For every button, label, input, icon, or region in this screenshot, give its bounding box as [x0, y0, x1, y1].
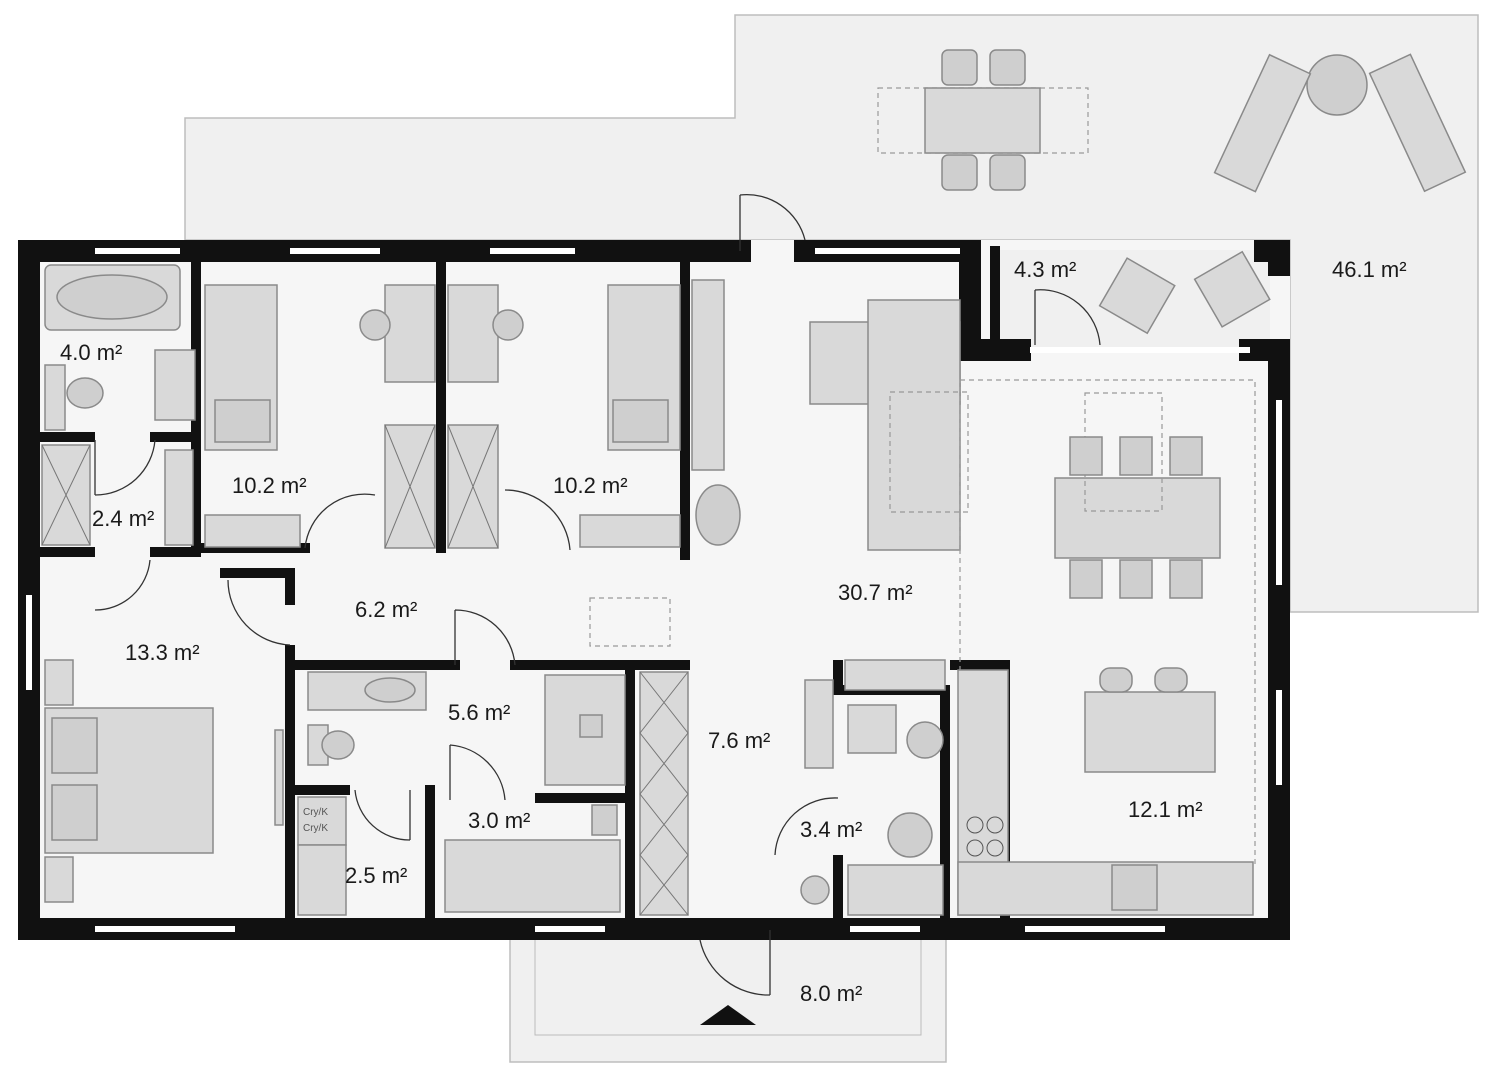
tv-unit-icon [691, 279, 725, 471]
area-entrance-porch: 8.0 m² [800, 981, 862, 1006]
armchair-icon [1193, 250, 1271, 328]
area-bedroom-1: 10.2 m² [232, 473, 307, 498]
sink-icon [1111, 864, 1158, 911]
wc-label-line-2: Cry/K [303, 823, 328, 834]
sunbed-icon [1368, 53, 1467, 193]
doors [94, 193, 1101, 996]
sunbed-icon [1213, 53, 1312, 193]
windows [26, 248, 1282, 932]
wc-label-line-1: Cry/K [303, 807, 328, 818]
wardrobe-icon [639, 671, 689, 916]
entrance-arrow-icon [700, 1005, 756, 1025]
area-entrance-hall: 7.6 m² [708, 728, 770, 753]
area-kitchen-dining: 12.1 m² [1128, 797, 1203, 822]
sink-icon [154, 349, 196, 421]
area-master-bedroom: 13.3 m² [125, 640, 200, 665]
area-pantry: 3.4 m² [800, 817, 862, 842]
area-covered-terrace: 4.3 m² [1014, 257, 1076, 282]
area-bathroom-main: 5.6 m² [448, 700, 510, 725]
outdoor-table-icon [924, 87, 1041, 154]
dining-table-icon [1054, 477, 1221, 559]
desk-icon [384, 284, 436, 383]
area-wc: 2.5 m² [345, 863, 407, 888]
area-bathroom-upper: 4.0 m² [60, 340, 122, 365]
toilet-icon [44, 364, 66, 431]
kitchen-island-icon [1084, 691, 1216, 773]
armchair-icon [1098, 257, 1176, 335]
desk-icon [447, 284, 499, 383]
area-bedroom-2: 10.2 m² [553, 473, 628, 498]
furniture: Cry/K Cry/K [41, 49, 1467, 916]
area-hall-small: 2.4 m² [92, 506, 154, 531]
area-living-room: 30.7 m² [838, 580, 913, 605]
room-area-labels: 4.0 m² 2.4 m² 10.2 m² 10.2 m² 13.3 m² 6.… [60, 257, 1407, 1006]
area-corridor: 6.2 m² [355, 597, 417, 622]
entrance-porch-area [509, 929, 947, 1063]
area-laundry: 3.0 m² [468, 808, 530, 833]
area-terrace: 46.1 m² [1332, 257, 1407, 282]
